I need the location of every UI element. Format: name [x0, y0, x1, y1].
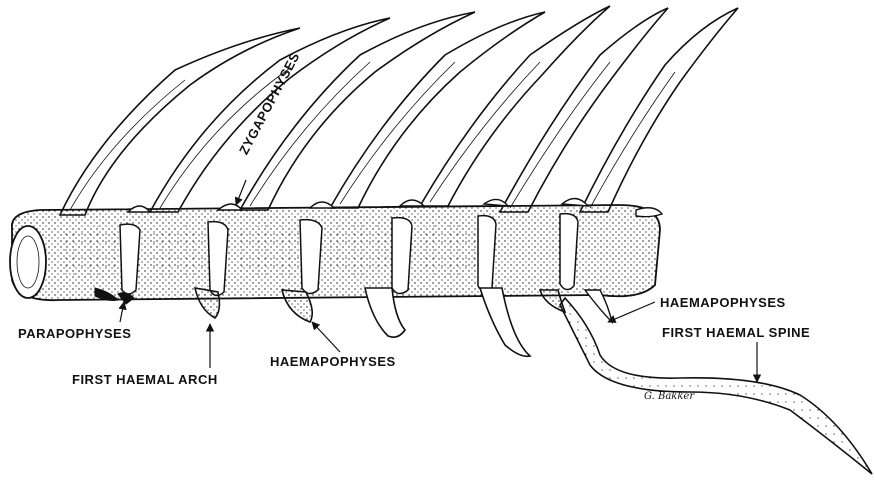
first-haemal-spine: [560, 290, 872, 474]
neural-spines: [60, 6, 738, 215]
leader-parapophyses: [120, 302, 124, 322]
haemapophyses-label-lower: HAEMAPOPHYSES: [270, 354, 396, 369]
first-haemal-arch-label: FIRST HAEMAL ARCH: [72, 372, 218, 387]
anterior-centrum-face: [10, 226, 46, 298]
leader-haemapophyses-right: [608, 302, 655, 322]
parapophyses-label: PARAPOPHYSES: [18, 326, 131, 341]
artist-signature: G. Bakker: [644, 391, 694, 402]
neural-spine-7: [580, 8, 738, 212]
haemapophyses-label-right: HAEMAPOPHYSES: [660, 295, 786, 310]
first-haemal-spine-label: FIRST HAEMAL SPINE: [662, 325, 810, 340]
leader-haemapophyses-lower: [312, 322, 340, 352]
